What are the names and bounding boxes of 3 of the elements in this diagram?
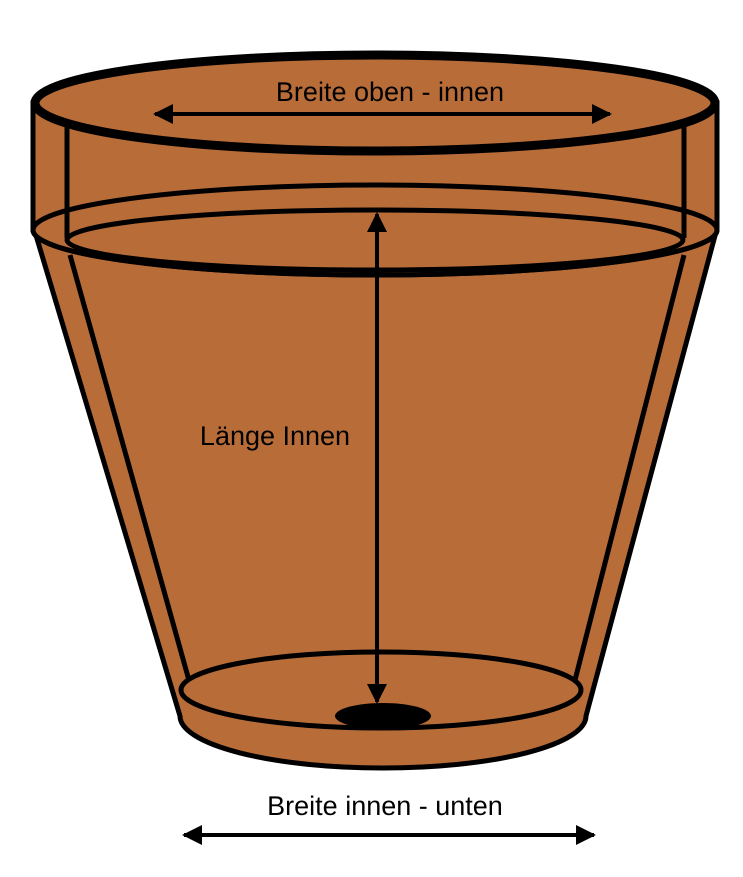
dimension-label: Länge Innen xyxy=(200,421,350,451)
dimension-label: Breite oben - innen xyxy=(276,77,504,107)
dimension-label: Breite innen - unten xyxy=(267,791,503,821)
